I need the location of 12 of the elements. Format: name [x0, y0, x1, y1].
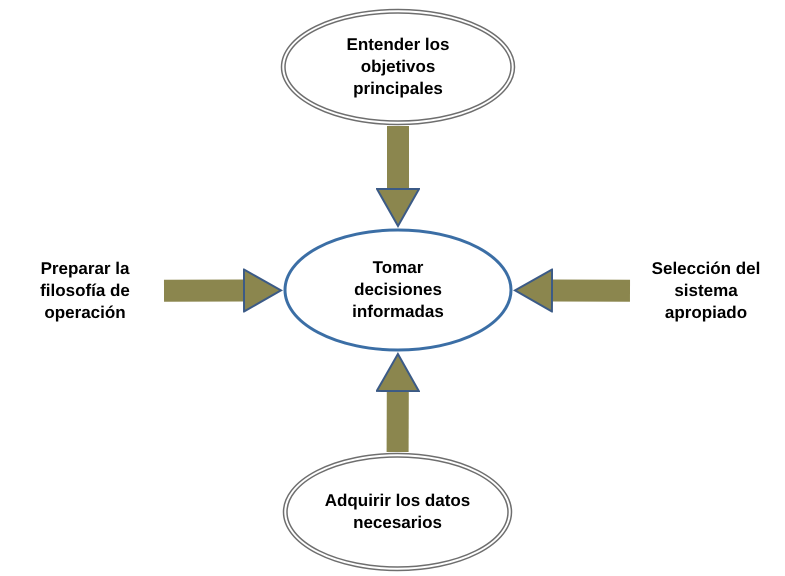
ellipse-node: [283, 228, 513, 352]
node-label: Selección del sistema apropiado: [650, 258, 762, 324]
node-label: Adquirir los datos necesarios: [324, 490, 472, 534]
block-arrow: [376, 353, 420, 452]
node-label: Preparar la filosofía de operación: [39, 258, 131, 324]
block-arrow: [164, 268, 282, 312]
node-label: Entender los objetivos principales: [346, 34, 450, 100]
block-arrow: [376, 126, 420, 227]
block-arrow: [514, 268, 630, 312]
node-label: Tomar decisiones informadas: [351, 257, 445, 323]
ellipse-node: [282, 452, 513, 572]
ellipse-node: [280, 8, 516, 126]
